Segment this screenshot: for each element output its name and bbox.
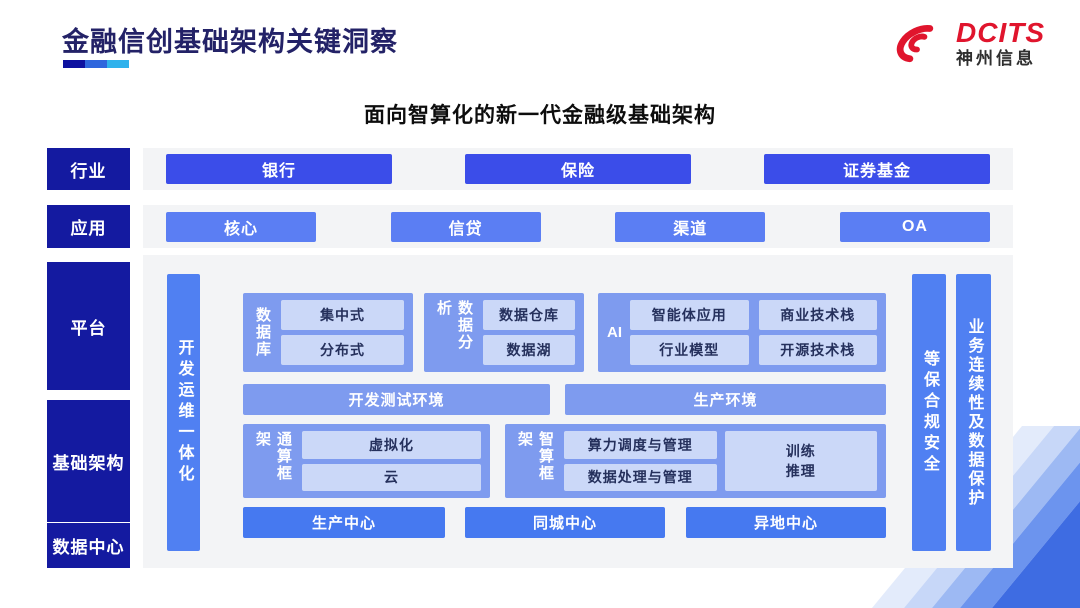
opensource-stack-box: 开源技术栈 — [758, 335, 877, 365]
sidebar-item-datacenter: 数据中心 — [47, 523, 130, 568]
business-continuity-bar: 业务连续性及数据保护 — [956, 274, 991, 551]
devtest-environment-bar: 开发测试环境 — [243, 384, 550, 415]
ai-group: AI 智能体应用 商业技术栈 行业模型 开源技术栈 — [598, 293, 886, 372]
general-computing-group: 通算框架 虚拟化 云 — [243, 424, 490, 498]
title-underline — [63, 60, 129, 68]
devops-bar-label: 开发运维一体化 — [175, 339, 193, 486]
devops-bar: 开发运维一体化 — [167, 274, 200, 551]
samecity-center-bar: 同城中心 — [465, 507, 665, 538]
training-inference-box: 训练 推理 — [724, 431, 877, 491]
production-center-bar: 生产中心 — [243, 507, 445, 538]
business-continuity-label: 业务连续性及数据保护 — [965, 317, 983, 508]
virtualization-box: 虚拟化 — [302, 431, 481, 459]
logo-company: 神州信息 — [956, 48, 1036, 68]
intelligent-computing-group: 智算框架 算力调度与管理 数据处理与管理 训练 推理 — [505, 424, 886, 498]
channel-app-box: 渠道 — [615, 211, 766, 242]
agent-app-box: 智能体应用 — [630, 300, 749, 330]
oa-app-box: OA — [839, 211, 990, 242]
credit-app-box: 信贷 — [390, 211, 541, 242]
security-compliance-bar: 等保合规安全 — [912, 274, 946, 551]
general-computing-group-label: 通算框架 — [254, 431, 292, 482]
sidebar-item-industry: 行业 — [47, 148, 130, 190]
general-computing-items: 虚拟化 云 — [302, 431, 481, 491]
database-items: 集中式 分布式 — [281, 300, 404, 365]
data-analytics-group: 数据分析 数据仓库 数据湖 — [424, 293, 584, 372]
data-processing-box: 数据处理与管理 — [564, 463, 717, 491]
intelligent-computing-items: 算力调度与管理 数据处理与管理 — [564, 431, 717, 491]
ai-items: 智能体应用 商业技术栈 行业模型 开源技术栈 — [630, 300, 877, 365]
data-analytics-items: 数据仓库 数据湖 — [483, 300, 575, 365]
insurance-box: 保险 — [465, 154, 691, 184]
distributed-box: 分布式 — [281, 335, 404, 365]
intelligent-computing-group-label: 智算框架 — [516, 431, 554, 482]
database-group-label: 数据库 — [254, 307, 271, 358]
logo-texts: DCITS 神州信息 — [956, 18, 1045, 67]
core-app-box: 核心 — [166, 211, 316, 242]
dcits-logo-icon — [896, 24, 934, 63]
compute-scheduling-box: 算力调度与管理 — [564, 431, 717, 459]
sidebar-item-platform: 平台 — [47, 262, 130, 390]
data-analytics-group-label: 数据分析 — [435, 300, 473, 351]
logo-brand: DCITS — [956, 17, 1045, 49]
application-row: 核心 信贷 渠道 OA — [143, 205, 1013, 248]
sidebar-item-application: 应用 — [47, 205, 130, 248]
data-warehouse-box: 数据仓库 — [483, 300, 575, 330]
cloud-box: 云 — [302, 463, 481, 491]
ai-group-label: AI — [607, 324, 622, 341]
page-title: 金融信创基础架构关键洞察 — [62, 27, 398, 57]
platform-panel: 开发运维一体化 数据库 集中式 分布式 数据分析 数据仓库 数据湖 AI 智能体… — [143, 255, 1013, 568]
production-environment-bar: 生产环境 — [565, 384, 886, 415]
underline-segment-3 — [107, 60, 129, 68]
industry-row: 银行 保险 证券基金 — [143, 148, 1013, 190]
bank-box: 银行 — [166, 154, 392, 184]
industry-model-box: 行业模型 — [630, 335, 749, 365]
data-lake-box: 数据湖 — [483, 335, 575, 365]
security-compliance-label: 等保合规安全 — [921, 349, 938, 476]
remote-center-bar: 异地中心 — [686, 507, 886, 538]
centralized-box: 集中式 — [281, 300, 404, 330]
underline-segment-1 — [63, 60, 85, 68]
database-group: 数据库 集中式 分布式 — [243, 293, 413, 372]
dcits-logo: DCITS 神州信息 — [890, 16, 1045, 70]
underline-segment-2 — [85, 60, 107, 68]
diagram-subtitle: 面向智算化的新一代金融级基础架构 — [364, 104, 716, 127]
securities-fund-box: 证券基金 — [764, 154, 990, 184]
commercial-stack-box: 商业技术栈 — [758, 300, 877, 330]
sidebar-item-infrastructure: 基础架构 — [47, 400, 130, 522]
